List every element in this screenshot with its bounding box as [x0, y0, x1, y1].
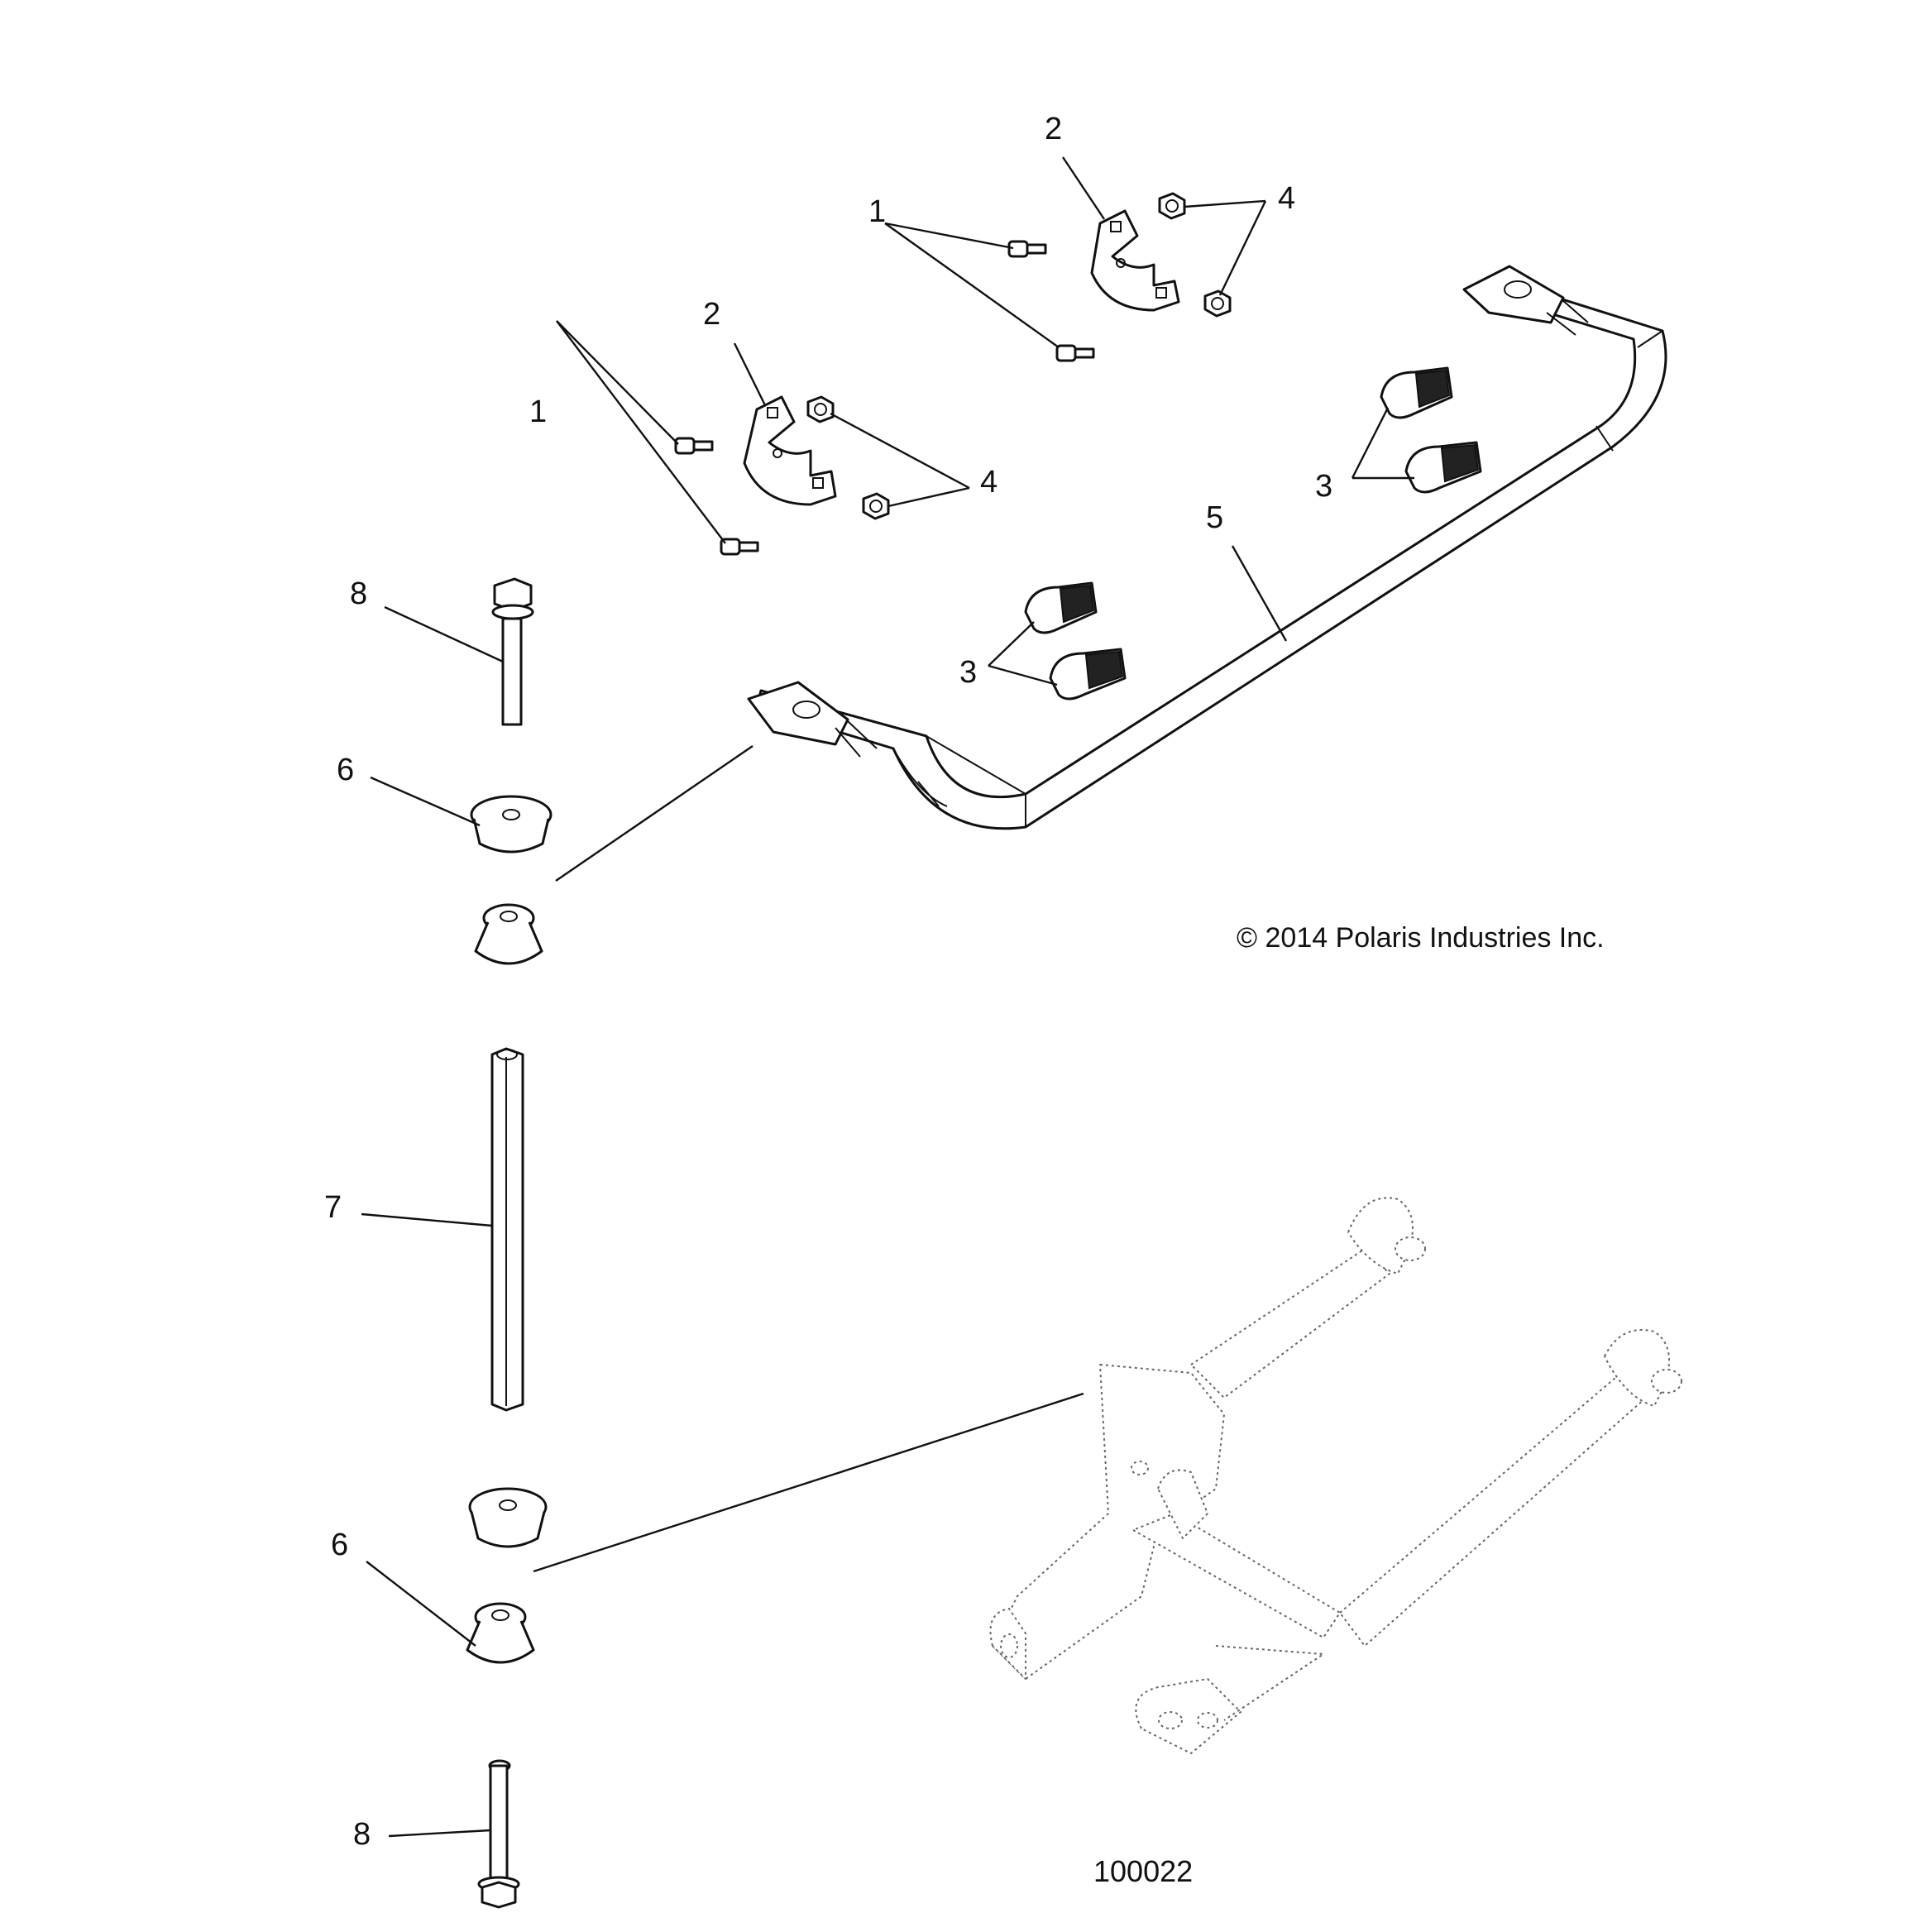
callout-5: 5 [1206, 500, 1223, 535]
grommet-1 [470, 795, 553, 854]
bolts-part-1 [674, 240, 1095, 556]
callout-6-upper: 6 [337, 753, 354, 787]
bolt-upper-part-8 [491, 577, 534, 726]
control-arm-reference [989, 1197, 1682, 1754]
callout-6-lower: 6 [331, 1528, 348, 1562]
callout-3-left: 3 [959, 655, 977, 690]
bushings-part-3 [1024, 366, 1482, 701]
callout-1-lower: 1 [529, 395, 547, 429]
grommet-2 [474, 903, 543, 965]
leader-lines [361, 156, 1414, 1838]
callout-numbers: 2 1 4 2 1 4 3 5 8 3 6 7 6 8 [324, 112, 1332, 1852]
callout-4-lower: 4 [980, 465, 997, 500]
clamp-upper [1090, 209, 1180, 312]
callout-3-right: 3 [1315, 469, 1332, 504]
nuts-part-4 [806, 192, 1232, 520]
bolt-lower-part-8 [477, 1759, 520, 1909]
callout-8-upper: 8 [350, 576, 367, 611]
callout-1-upper: 1 [868, 194, 886, 229]
clamp-lower [743, 395, 837, 506]
link-rod-part-7 [490, 1047, 524, 1412]
copyright-notice: © 2014 Polaris Industries Inc. [1237, 922, 1605, 954]
callout-2-lower: 2 [703, 297, 720, 332]
figure-number: 100022 [1093, 1854, 1193, 1888]
grommet-4 [466, 1602, 535, 1664]
callout-7: 7 [324, 1190, 342, 1225]
grommet-3 [468, 1487, 548, 1548]
sway-bar [747, 265, 1667, 830]
callout-4-upper: 4 [1278, 181, 1295, 216]
callout-8-lower: 8 [353, 1817, 371, 1852]
callout-2-upper: 2 [1045, 112, 1062, 146]
